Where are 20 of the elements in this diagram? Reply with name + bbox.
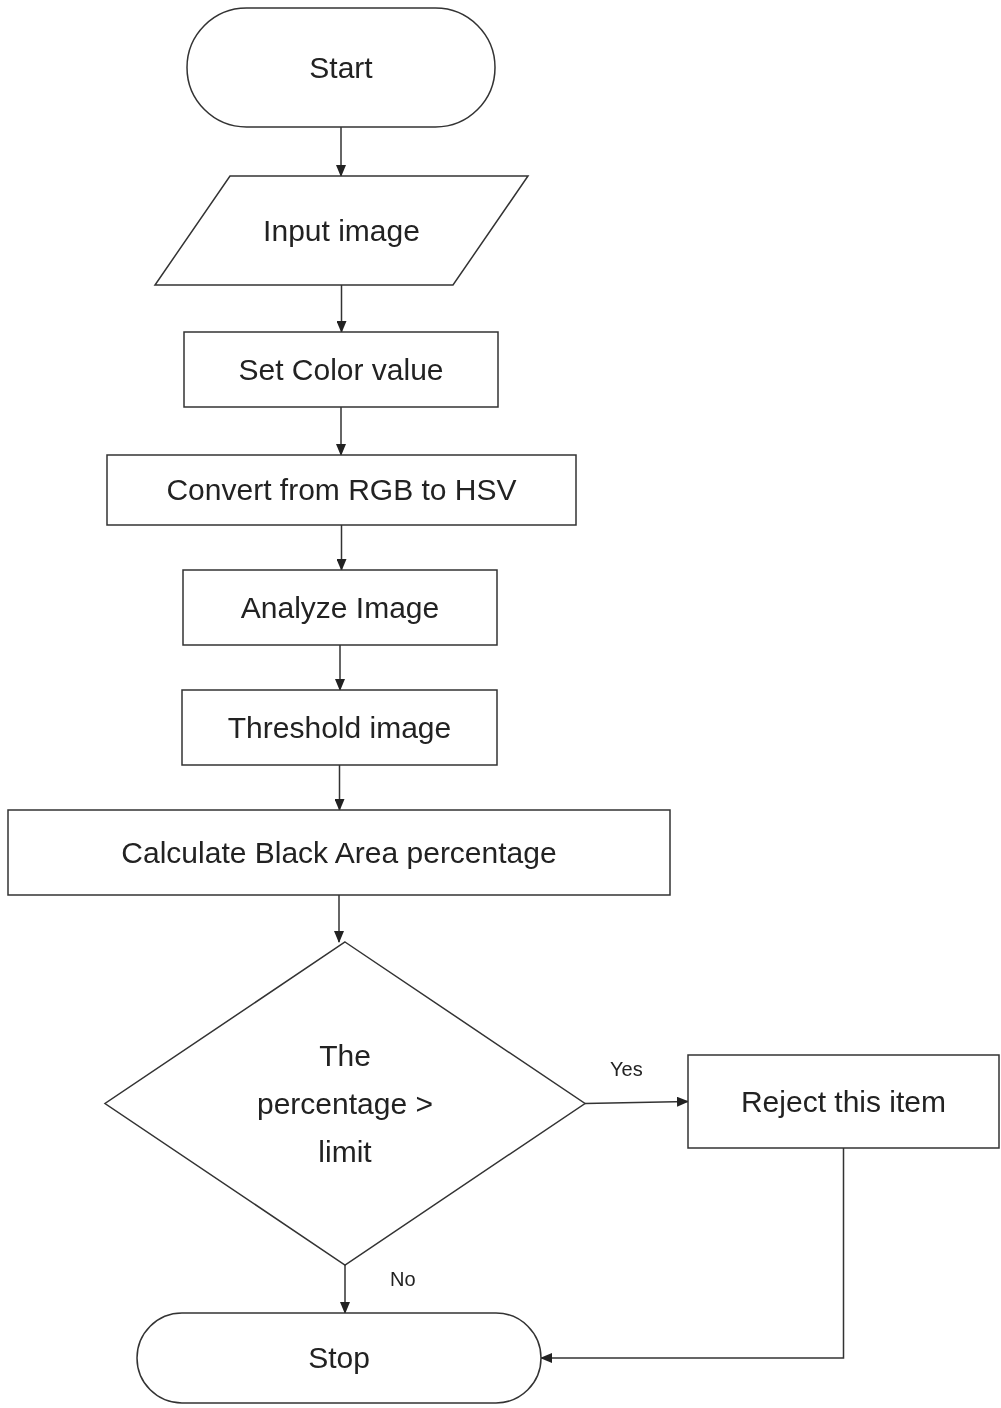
node-label: Threshold image [227, 709, 452, 746]
arrow [336, 524, 347, 571]
node-label: Stop [308, 1340, 370, 1376]
node-label: Input image [263, 212, 420, 249]
node-label: Set Color value [238, 351, 444, 388]
arrow [540, 1147, 845, 1363]
arrow [584, 1096, 689, 1107]
node-label: Analyze Image [240, 589, 440, 626]
arrow [334, 894, 344, 943]
arrow [335, 644, 345, 691]
arrow [336, 126, 346, 177]
arrow [340, 1264, 350, 1314]
node-label: Reject this item [740, 1083, 947, 1120]
arrow [334, 764, 345, 811]
node-label: The percentage > limit [256, 1037, 434, 1170]
arrow [336, 406, 346, 456]
node-label: Start [309, 49, 373, 86]
node-label: Calculate Black Area percentage [121, 834, 557, 871]
node-label: Convert from RGB to HSV [166, 472, 517, 508]
arrow [336, 284, 347, 333]
